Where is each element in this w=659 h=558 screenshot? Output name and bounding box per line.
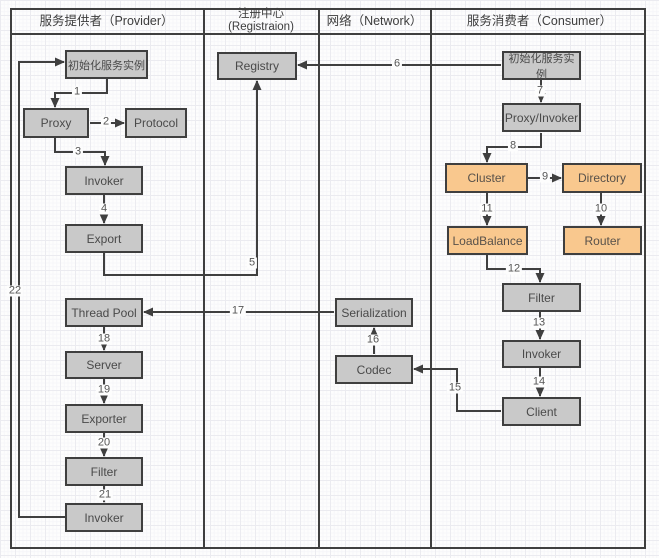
step-label-7: 7 <box>534 84 546 97</box>
step-label-9: 9 <box>539 170 551 183</box>
step-label-19: 19 <box>95 383 113 396</box>
header-divider-line <box>10 33 646 35</box>
step-label-14: 14 <box>530 375 548 388</box>
lane-header-network-label: 网络（Network） <box>326 13 423 28</box>
node-consumer-invoker: Invoker <box>502 340 581 368</box>
step-label-11: 11 <box>479 202 495 215</box>
wire-step-5 <box>103 80 262 276</box>
lane-header-network: 网络（Network） <box>319 9 430 33</box>
step-label-4: 4 <box>98 202 110 215</box>
step-label-12: 12 <box>505 262 523 275</box>
step-label-17: 17 <box>229 304 247 317</box>
node-proxy: Proxy <box>23 108 89 138</box>
node-registry: Registry <box>217 52 297 80</box>
step-label-3: 3 <box>72 145 84 158</box>
node-client: Client <box>502 397 581 426</box>
lane-header-consumer: 服务消费者（Consumer） <box>431 9 648 33</box>
node-cluster: Cluster <box>445 163 528 193</box>
step-label-2: 2 <box>100 115 112 128</box>
lane-divider-registration-network <box>318 8 320 549</box>
lane-header-provider-label: 服务提供者（Provider） <box>39 13 174 28</box>
node-loadbalance: LoadBalance <box>447 226 528 255</box>
step-label-5: 5 <box>246 256 258 269</box>
step-label-22: 22 <box>6 284 24 297</box>
node-consumer-init-service-instance: 初始化服务实例 <box>502 51 581 81</box>
step-label-16: 16 <box>364 333 382 346</box>
step-label-15: 15 <box>446 381 464 394</box>
node-directory: Directory <box>562 163 642 193</box>
node-provider-invoker-bottom: Invoker <box>65 503 143 532</box>
node-protocol: Protocol <box>125 108 187 138</box>
lane-header-consumer-label: 服务消费者（Consumer） <box>466 13 613 28</box>
node-provider-invoker: Invoker <box>65 166 143 195</box>
step-label-1: 1 <box>71 85 83 98</box>
node-exporter: Exporter <box>65 404 143 433</box>
lane-header-provider: 服务提供者（Provider） <box>10 9 203 33</box>
node-consumer-filter: Filter <box>502 283 581 312</box>
node-export: Export <box>65 224 143 253</box>
step-label-8: 8 <box>507 139 519 152</box>
step-label-13: 13 <box>530 316 548 329</box>
node-thread-pool: Thread Pool <box>65 298 143 327</box>
node-provider-filter: Filter <box>65 457 143 486</box>
node-server: Server <box>65 351 143 379</box>
node-serialization: Serialization <box>335 298 413 327</box>
step-label-21: 21 <box>96 488 114 501</box>
node-provider-init-service-instance: 初始化服务实例 <box>65 50 148 79</box>
step-label-18: 18 <box>95 332 113 345</box>
lane-divider-network-consumer <box>430 8 432 549</box>
node-router: Router <box>563 226 642 255</box>
step-label-6: 6 <box>391 57 403 70</box>
lane-header-registration: 注册中心 (Registraion) <box>204 8 318 33</box>
node-proxy-invoker: Proxy/Invoker <box>502 103 581 132</box>
lane-header-registration-label-en: (Registraion) <box>228 20 294 33</box>
node-codec: Codec <box>335 355 413 384</box>
step-label-10: 10 <box>592 202 610 215</box>
lane-divider-provider-registration <box>203 8 205 549</box>
step-label-20: 20 <box>95 436 113 449</box>
diagram-outer-border <box>10 8 646 549</box>
lane-header-registration-label-cn: 注册中心 <box>238 7 284 20</box>
